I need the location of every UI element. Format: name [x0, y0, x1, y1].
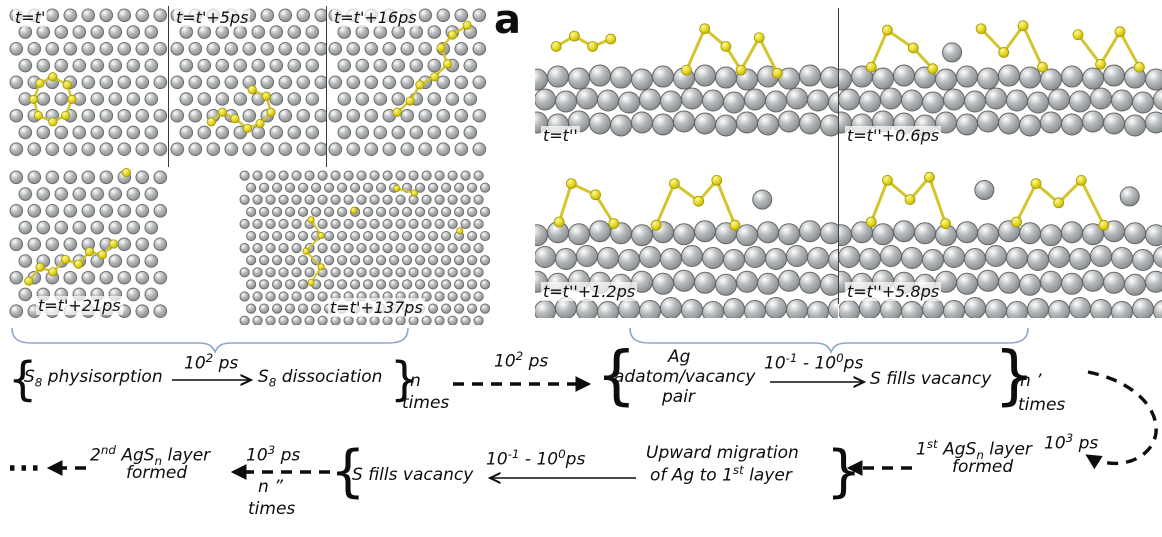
timestamp-label: t=t'' [541, 126, 580, 145]
step3-open-brace: { [330, 439, 366, 504]
step1-dissociation-label: S8 dissociation [258, 367, 383, 390]
timestamp-label: t=t' [13, 8, 48, 27]
panel-divider [838, 8, 839, 304]
timestamp-label: t=t''+1.2ps [541, 282, 638, 301]
timestamp-label: t=t'+137ps [328, 298, 425, 317]
step2-repeat-n: n ’ [1020, 371, 1042, 391]
underbrace-left-panels [11, 327, 409, 355]
panel-divider [168, 6, 169, 167]
step3-arrow-time-label: 10-1 - 100ps [486, 447, 586, 470]
snapshot-panel-side-view-2: t=t''+0.6ps [839, 8, 1162, 156]
step3-close-brace: } [826, 439, 862, 504]
atoms-canvas [535, 23, 838, 137]
snapshot-panel-side-view-3: t=t''+1.2ps [535, 158, 838, 318]
atoms-canvas [9, 168, 168, 319]
snapshot-panel-top-view-4: t=t'+21ps [8, 168, 168, 323]
arrow-loop-to-first-layer [1085, 370, 1158, 470]
step1-repeat-n: n [410, 371, 421, 391]
snapshot-panel-top-view-2: t=t'+5ps [169, 6, 326, 167]
step2-repeat-times: times [1018, 395, 1066, 415]
link2-repeat-n: n ” [258, 477, 283, 497]
timestamp-label: t=t''+5.8ps [845, 282, 942, 301]
link2-time-label: 103 ps [246, 443, 301, 466]
snapshot-panel-top-view-5: t=t'+137ps [238, 168, 490, 325]
timestamp-label: t=t''+0.6ps [845, 126, 942, 145]
step1-open-brace: { [8, 352, 38, 406]
step2-s-fills-vacancy-label: S fills vacancy [870, 369, 992, 389]
snapshot-panel-top-view-3: t=t'+16ps [327, 6, 490, 167]
snapshot-panel-top-view-1: t=t' [8, 6, 168, 167]
timestamp-label: t=t'+16ps [332, 8, 419, 27]
atoms-canvas [535, 174, 838, 318]
second-agsn-layer-formed: formed [126, 463, 188, 483]
panel-divider [326, 6, 327, 167]
snapshot-panel-side-view-1: t=t'' [535, 8, 838, 156]
timestamp-label: t=t'+21ps [36, 296, 123, 315]
step3-of-ag-label: of Ag to 1st layer [650, 463, 792, 486]
underbrace-right-panels [629, 327, 1029, 355]
step1-close-brace: } [390, 352, 420, 406]
link2-repeat-times: times [248, 499, 296, 519]
step3-s-fills-vacancy-label: S fills vacancy [352, 465, 474, 485]
step2-open-brace: { [596, 339, 637, 413]
atoms-canvas [239, 170, 490, 325]
link1-time-label: 102 ps [494, 349, 549, 372]
first-agsn-layer-label: 1st AgSn layer [916, 437, 1032, 463]
second-agsn-layer-label: 2nd AgSn layer [90, 443, 211, 469]
step1-repeat-times: times [402, 393, 450, 413]
step2-ag-label: Ag [668, 347, 691, 367]
panel-letter-a: a [494, 0, 521, 43]
first-agsn-layer-formed: formed [952, 457, 1014, 477]
timestamp-label: t=t'+5ps [174, 8, 251, 27]
loop-time-label: 103 ps [1044, 431, 1099, 454]
snapshot-panel-side-view-4: t=t''+5.8ps [839, 158, 1162, 318]
atoms-canvas [9, 8, 168, 157]
step2-close-brace: } [994, 339, 1035, 413]
atoms-canvas [839, 20, 1162, 137]
step2-pair-label: pair [662, 387, 695, 407]
step3-upward-migration-label: Upward migration [646, 443, 799, 463]
step1-arrow-time-label: 102 ps [184, 351, 239, 374]
step1-physisorption-label: S8 physisorption [24, 367, 163, 390]
step2-arrow-time-label: 10-1 - 100ps [764, 351, 864, 374]
step2-adatom-vacancy-label: adatom/vacancy [614, 367, 756, 387]
